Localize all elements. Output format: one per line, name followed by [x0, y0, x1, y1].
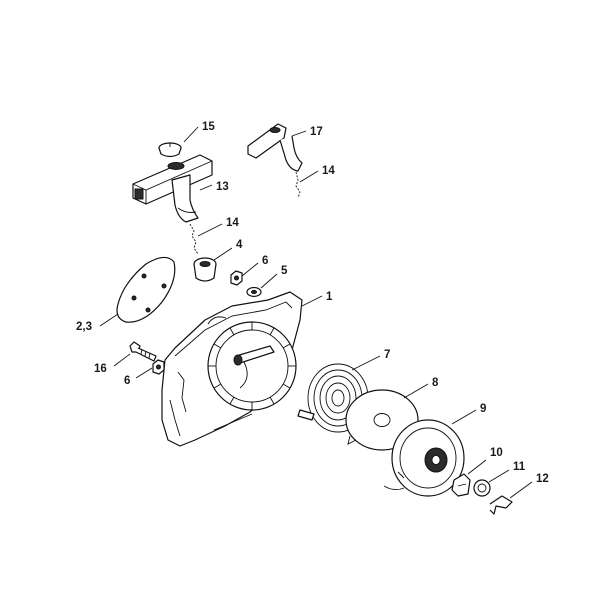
- leader-14b: [197, 223, 223, 237]
- part-6-nut-upper: [230, 270, 243, 286]
- callout-10: 10: [490, 447, 503, 459]
- leader-10: [467, 459, 487, 475]
- leader-14a: [299, 170, 319, 183]
- part-15-grip-cap: [158, 142, 182, 158]
- part-9-rope-rotor: [383, 419, 465, 497]
- leader-4: [213, 247, 233, 261]
- part-5-washer: [246, 286, 262, 298]
- leader-6a: [241, 262, 259, 277]
- callout-8: 8: [432, 377, 439, 389]
- callout-7: 7: [384, 349, 390, 361]
- part-12-spring-clip: [489, 495, 513, 515]
- leader-12: [509, 481, 533, 499]
- part-16-screw: [129, 341, 157, 362]
- part-6-nut-lower: [152, 359, 165, 375]
- part-10-pawl: [451, 473, 471, 497]
- callout-14b: 14: [226, 217, 239, 229]
- part-4-rope-guide: [193, 257, 217, 282]
- callout-5: 5: [281, 265, 288, 277]
- leader-13: [199, 184, 213, 191]
- part-13-starter-grip: [132, 154, 213, 223]
- callout-6a: 6: [262, 255, 268, 267]
- callout-16: 16: [94, 363, 107, 375]
- part-1-fan-housing: [161, 291, 303, 447]
- leader-15: [183, 126, 199, 143]
- part-14-starter-rope-lower: [189, 223, 199, 255]
- leader-1: [301, 295, 323, 307]
- leader-6b: [135, 367, 153, 379]
- leader-11: [488, 469, 510, 483]
- leader-16: [113, 353, 131, 367]
- leader-8: [403, 383, 429, 399]
- part-2-3-cover-plate: [116, 256, 176, 323]
- callout-13: 13: [216, 181, 229, 193]
- leader-9: [451, 409, 477, 425]
- callout-17: 17: [310, 126, 323, 138]
- callout-15: 15: [202, 121, 215, 133]
- callout-14a: 14: [322, 165, 335, 177]
- leader-7: [351, 355, 381, 371]
- leader-17: [291, 130, 307, 137]
- callout-4: 4: [236, 239, 243, 251]
- callout-9: 9: [480, 403, 486, 415]
- callout-6b: 6: [124, 375, 130, 387]
- callout-12: 12: [536, 473, 549, 485]
- leader-2-3: [99, 313, 119, 327]
- part-14-starter-rope-upper: [295, 171, 301, 199]
- part-11-washer: [473, 479, 491, 497]
- callout-11: 11: [513, 461, 526, 473]
- callout-1: 1: [326, 291, 333, 303]
- part-17-starter-grip-alt: [247, 123, 303, 172]
- leader-5: [260, 273, 278, 289]
- callout-2-3: 2,3: [76, 321, 92, 333]
